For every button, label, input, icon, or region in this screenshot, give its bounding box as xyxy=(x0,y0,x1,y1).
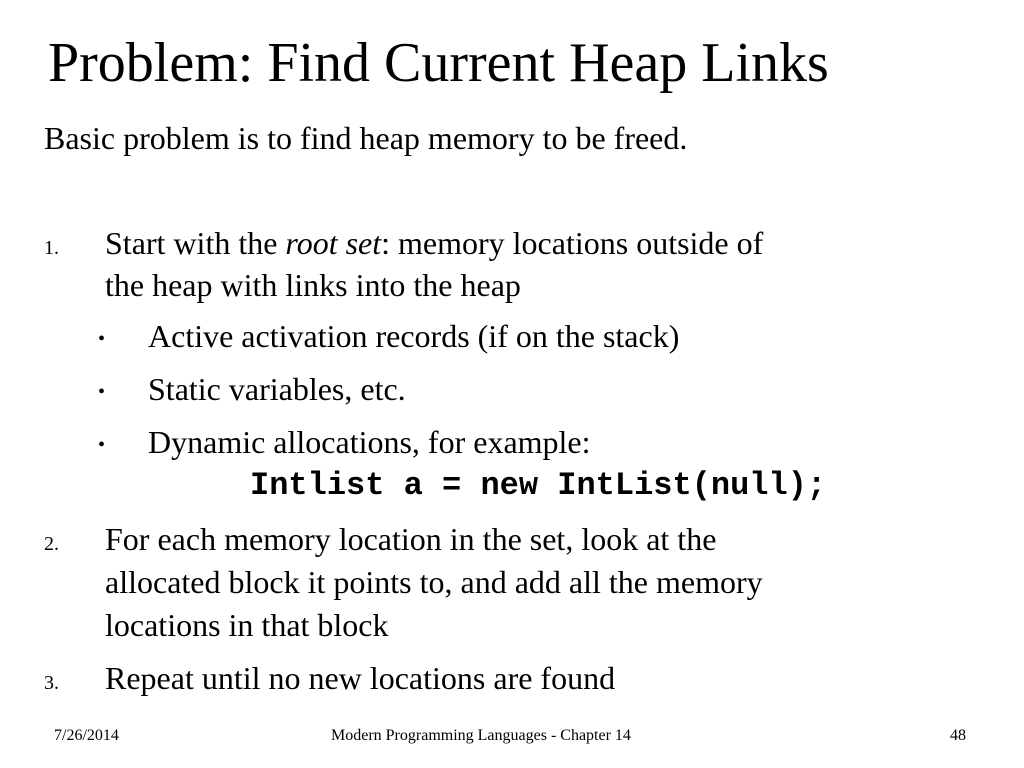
bullet-3-text: Dynamic allocations, for example: xyxy=(148,424,591,460)
step-2-line-1: For each memory location in the set, loo… xyxy=(105,521,717,557)
step-2-marker: 2. xyxy=(44,533,59,555)
intro-text: Basic problem is to find heap memory to … xyxy=(44,120,688,156)
bullet-1-marker: • xyxy=(98,328,106,350)
step-1-line-1-before: Start with the xyxy=(105,225,286,261)
code-example: Intlist a = new IntList(null); xyxy=(250,467,827,504)
step-1-marker: 1. xyxy=(44,237,59,259)
step-1-line-1: Start with the root set: memory location… xyxy=(105,222,763,264)
slide-title: Problem: Find Current Heap Links xyxy=(48,32,829,94)
step-1-line-1-after: : memory locations outside of xyxy=(381,225,764,261)
step-3-line-1: Repeat until no new locations are found xyxy=(105,660,616,696)
bullet-2-marker: • xyxy=(98,381,106,403)
step-2-line-2: allocated block it points to, and add al… xyxy=(105,564,763,600)
footer-date: 7/26/2014 xyxy=(54,727,119,744)
footer-page-number: 48 xyxy=(950,727,966,744)
footer-title: Modern Programming Languages - Chapter 1… xyxy=(331,727,631,744)
step-2-line-3: locations in that block xyxy=(105,607,389,643)
step-3-marker: 3. xyxy=(44,672,59,694)
step-1-line-2: the heap with links into the heap xyxy=(105,267,521,303)
root-set-term: root set xyxy=(285,225,382,261)
bullet-2-text: Static variables, etc. xyxy=(148,371,406,407)
bullet-3-marker: • xyxy=(98,434,106,456)
bullet-1-text: Active activation records (if on the sta… xyxy=(148,318,680,354)
